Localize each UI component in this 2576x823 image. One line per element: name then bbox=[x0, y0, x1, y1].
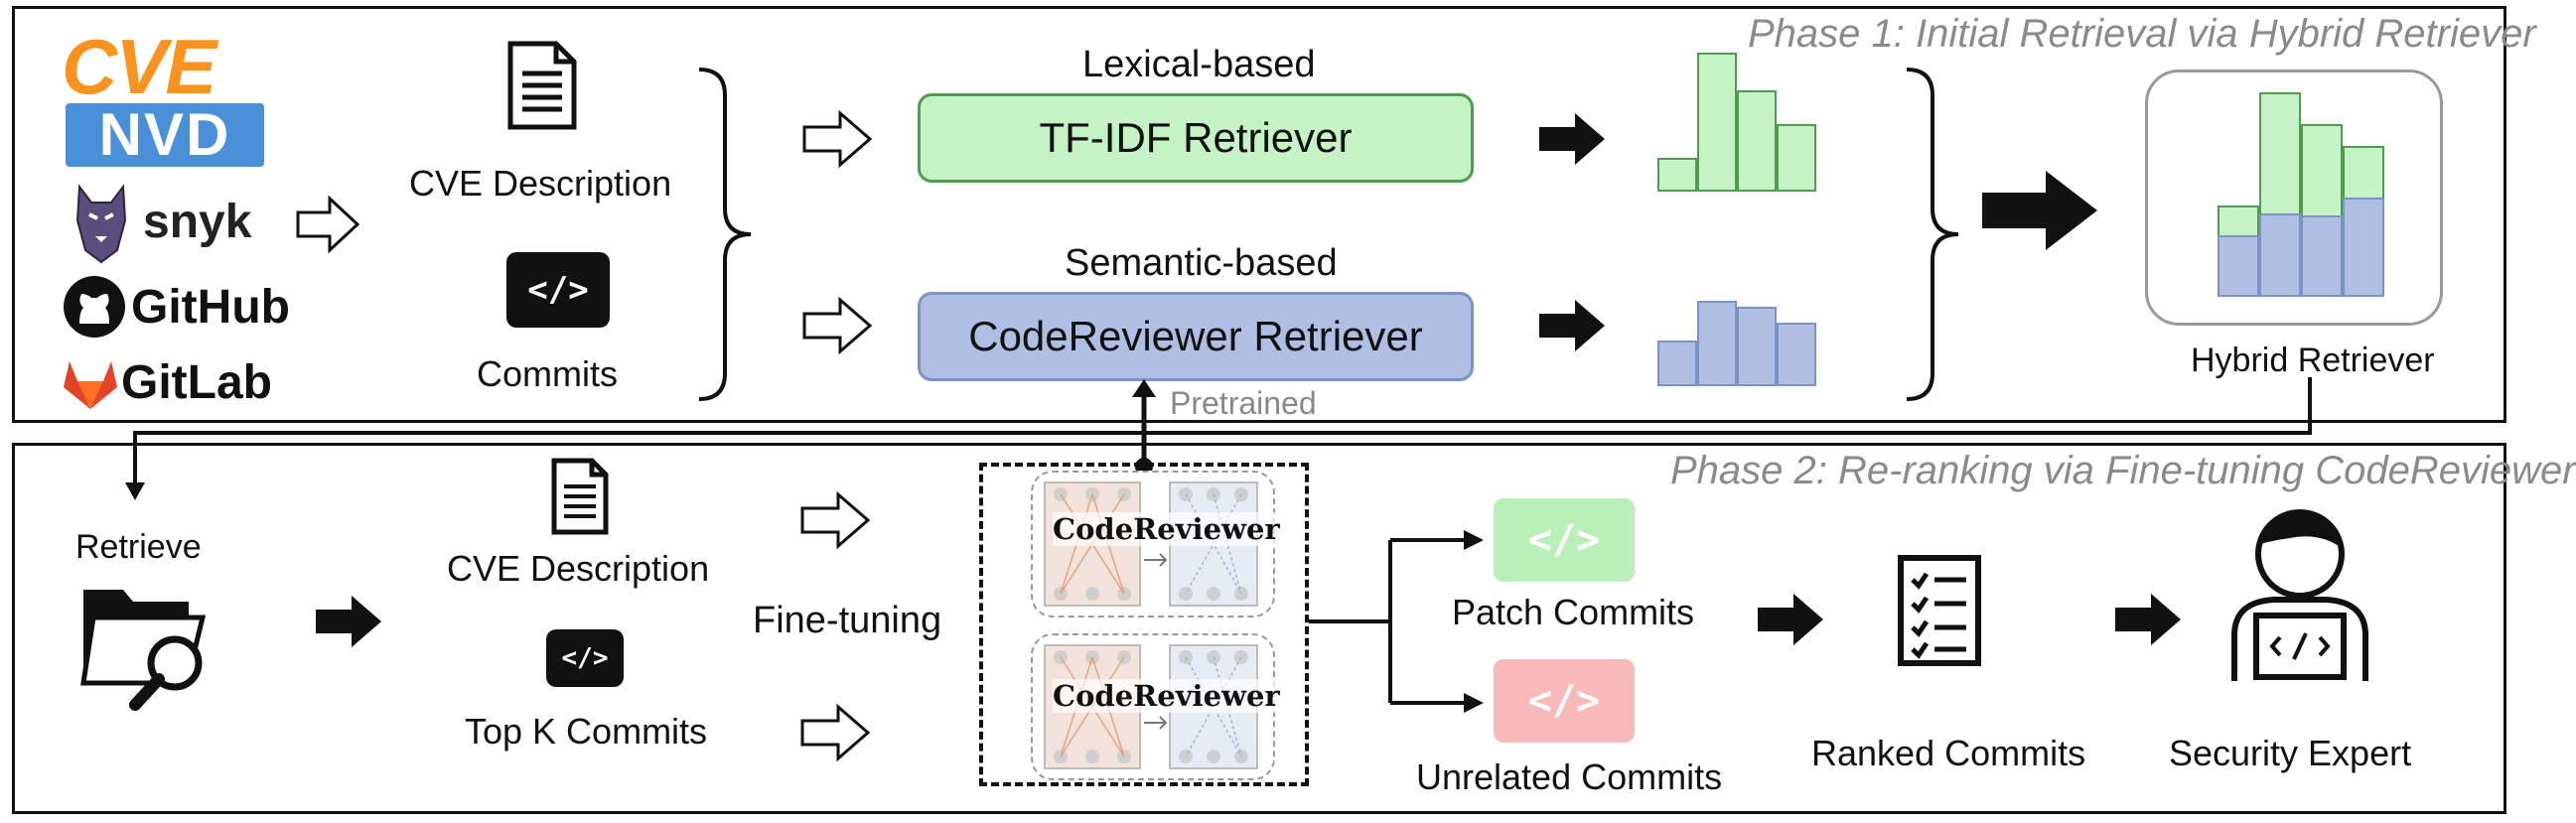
codereviewer-output-arrow-icon bbox=[1539, 300, 1605, 351]
input-brace bbox=[698, 68, 752, 401]
tfidf-retriever-label: TF-IDF Retriever bbox=[1039, 114, 1353, 161]
checklist-icon bbox=[1898, 555, 1981, 666]
nvd-logo-text: NVD bbox=[98, 101, 231, 168]
snyk-logo-text: snyk bbox=[143, 196, 252, 248]
phase2-title: Phase 2: Re-ranking via Fine-tuning Code… bbox=[1670, 449, 2576, 492]
hybrid-lexical-bar-4 bbox=[2343, 146, 2384, 200]
hybrid-semantic-bar-2 bbox=[2259, 213, 2301, 297]
cve-description-label: CVE Description bbox=[409, 163, 672, 204]
lexical-score-bar-3 bbox=[1737, 90, 1777, 192]
ranked-commits-label: Ranked Commits bbox=[1811, 733, 2086, 773]
unrelated-code-icon: </> bbox=[1494, 659, 1635, 743]
tfidf-retriever-box: TF-IDF Retriever bbox=[918, 93, 1474, 183]
finetune-arrow-top-icon bbox=[800, 490, 871, 550]
cve-description-label-2: CVE Description bbox=[447, 548, 710, 589]
phase1-title: Phase 1: Initial Retrieval via Hybrid Re… bbox=[1748, 12, 2536, 56]
hybrid-scores-chart bbox=[2218, 92, 2384, 297]
hybrid-arrow-icon bbox=[1982, 171, 2097, 250]
hybrid-retriever-label: Hybrid Retriever bbox=[2191, 342, 2435, 379]
hybrid-retriever-box bbox=[2145, 69, 2443, 326]
nvd-logo: NVD bbox=[66, 103, 264, 167]
lexical-score-bar-4 bbox=[1777, 124, 1816, 192]
security-expert-icon bbox=[2231, 509, 2368, 681]
semantic-score-bar-3 bbox=[1737, 307, 1777, 386]
gitlab-fox-icon bbox=[64, 361, 117, 409]
semantic-score-bar-4 bbox=[1777, 323, 1816, 386]
hybrid-semantic-bar-3 bbox=[2301, 215, 2343, 297]
patch-code-icon: </> bbox=[1494, 498, 1635, 582]
hybrid-lexical-bar-3 bbox=[2301, 124, 2343, 217]
fine-tuning-label: Fine-tuning bbox=[753, 600, 942, 641]
top-k-commits-label: Top K Commits bbox=[465, 711, 708, 752]
hybrid-semantic-bar-1 bbox=[2218, 235, 2259, 297]
expert-arrow-icon bbox=[2115, 594, 2181, 645]
finetuning-container bbox=[979, 463, 1309, 786]
tfidf-output-arrow-icon bbox=[1539, 113, 1605, 165]
lexical-score-bar-1 bbox=[1657, 158, 1697, 192]
document-icon bbox=[507, 41, 577, 130]
lexical-score-bar-2 bbox=[1697, 53, 1737, 192]
lexical-arrow-icon bbox=[802, 109, 873, 169]
patch-commits-label: Patch Commits bbox=[1452, 592, 1695, 632]
lexical-based-label: Lexical-based bbox=[1082, 44, 1316, 85]
github-logo-text: GitHub bbox=[131, 281, 290, 334]
semantic-score-bar-2 bbox=[1697, 301, 1737, 386]
security-expert-label: Security Expert bbox=[2169, 733, 2412, 773]
hybrid-to-retrieve-connector bbox=[125, 377, 2312, 713]
snyk-dog-icon bbox=[75, 184, 127, 264]
lexical-scores-chart bbox=[1657, 53, 1816, 192]
codereviewer-model-label-2: CodeReviewer bbox=[1053, 679, 1280, 713]
hybrid-lexical-bar-2 bbox=[2259, 92, 2301, 215]
codereviewer-model-label-1: CodeReviewer bbox=[1053, 512, 1280, 546]
folder-search-icon bbox=[80, 590, 207, 711]
codereviewer-retriever-label: CodeReviewer Retriever bbox=[968, 313, 1423, 359]
pretrained-label: Pretrained bbox=[1170, 385, 1317, 421]
code-icon-2: </> bbox=[546, 629, 624, 687]
hybrid-lexical-bar-1 bbox=[2218, 206, 2259, 237]
semantic-arrow-icon bbox=[802, 296, 873, 355]
ranking-arrow-icon bbox=[1758, 594, 1823, 645]
gitlab-logo-text: GitLab bbox=[121, 356, 272, 409]
scores-brace bbox=[1906, 68, 1959, 401]
finetune-arrow-bottom-icon bbox=[800, 703, 871, 762]
commits-label: Commits bbox=[477, 353, 618, 394]
codereviewer-retriever-box: CodeReviewer Retriever bbox=[918, 292, 1474, 381]
semantic-scores-chart bbox=[1657, 301, 1816, 386]
retrieve-label: Retrieve bbox=[75, 528, 202, 566]
document-icon-2 bbox=[551, 458, 609, 535]
semantic-score-bar-1 bbox=[1657, 341, 1697, 386]
github-octocat-icon bbox=[64, 276, 125, 338]
hybrid-semantic-bar-4 bbox=[2343, 198, 2384, 297]
semantic-based-label: Semantic-based bbox=[1065, 242, 1338, 284]
unrelated-commits-label: Unrelated Commits bbox=[1416, 756, 1723, 797]
sources-arrow-icon bbox=[296, 195, 360, 254]
code-icon: </> bbox=[506, 252, 610, 328]
retrieve-arrow-icon bbox=[316, 596, 381, 647]
cve-logo: CVE bbox=[62, 23, 216, 110]
